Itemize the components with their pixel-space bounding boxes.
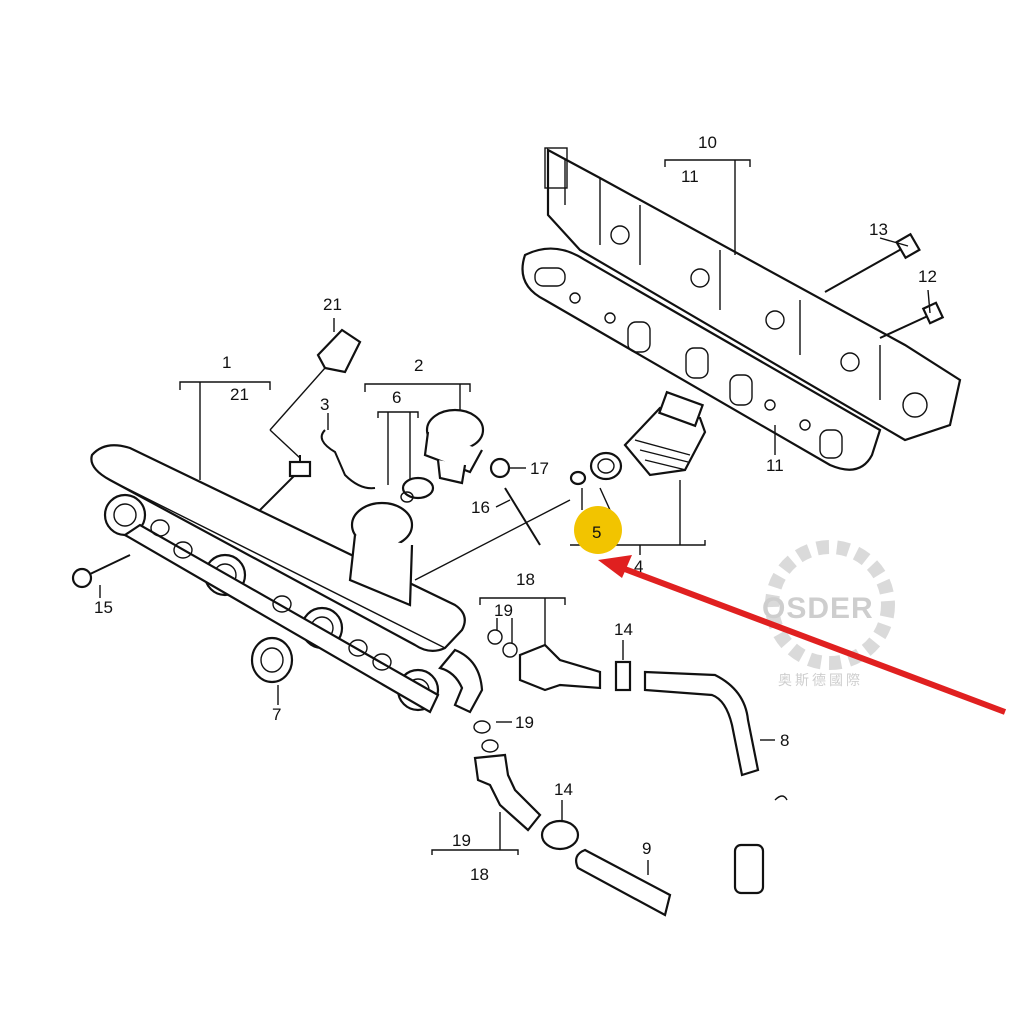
fuel-rail [90, 444, 484, 714]
label-18-upper: 18 [516, 570, 535, 589]
label-2: 2 [414, 356, 423, 375]
label-11-right: 11 [766, 456, 784, 475]
hose-piece [733, 843, 765, 895]
label-16: 16 [471, 498, 490, 517]
cap-21 [269, 328, 362, 459]
label-7: 7 [272, 705, 281, 724]
label-19-lower: 19 [452, 831, 471, 850]
clamp-14-lower [540, 819, 580, 851]
label-5: 5 [592, 523, 601, 542]
label-21-top: 21 [323, 295, 342, 314]
o-ring-large [589, 451, 623, 481]
label-15: 15 [94, 598, 113, 617]
bolt-13 [824, 232, 921, 293]
label-19-mid: 19 [515, 713, 534, 732]
stud-16 [504, 487, 541, 546]
o-rings-rail [150, 519, 392, 671]
o-ring-6 [401, 476, 435, 500]
hose-9 [575, 848, 672, 917]
watermark-brand: OSDER [762, 592, 874, 625]
watermark-subtitle: 奥斯德國際 [778, 672, 863, 688]
bolt-15 [71, 554, 131, 589]
watermark: OSDER 奥斯德國際 [762, 540, 895, 688]
clip-3 [320, 429, 376, 490]
fuel-injector [623, 390, 707, 477]
injector-cup [103, 493, 147, 537]
o-ring-small [569, 470, 587, 486]
intake-manifold-upper [544, 147, 962, 442]
label-18-lower: 18 [470, 865, 489, 884]
highlight-marker [574, 506, 622, 554]
label-14-lower: 14 [554, 780, 573, 799]
label-14-upper: 14 [614, 620, 633, 639]
hose-8 [643, 670, 760, 777]
label-3: 3 [320, 395, 329, 414]
bolt-12 [879, 289, 945, 339]
pressure-regulator [423, 408, 485, 485]
label-9: 9 [642, 839, 651, 858]
label-4: 4 [634, 557, 643, 576]
nut-17 [489, 457, 511, 479]
label-6: 6 [392, 388, 401, 407]
label-12: 12 [918, 267, 937, 286]
seal-7 [250, 636, 294, 684]
label-13: 13 [869, 220, 888, 239]
connector-18-upper [487, 629, 602, 692]
label-10: 10 [698, 133, 717, 152]
connector-18-lower [473, 720, 542, 832]
label-1: 1 [222, 353, 231, 372]
red-arrow [598, 555, 1007, 715]
gear-icon [765, 540, 895, 670]
label-21-bracket: 21 [230, 385, 249, 404]
part-labels: 1 2 3 4 5 6 7 8 9 10 11 11 12 13 14 14 1… [94, 133, 937, 884]
intake-manifold-gasket [521, 247, 882, 471]
label-19-upper: 19 [494, 601, 513, 620]
label-11-top: 11 [681, 167, 699, 186]
leader-lines [99, 159, 776, 875]
clamp-14-upper [614, 660, 632, 692]
label-17: 17 [530, 459, 549, 478]
label-8: 8 [780, 731, 789, 750]
